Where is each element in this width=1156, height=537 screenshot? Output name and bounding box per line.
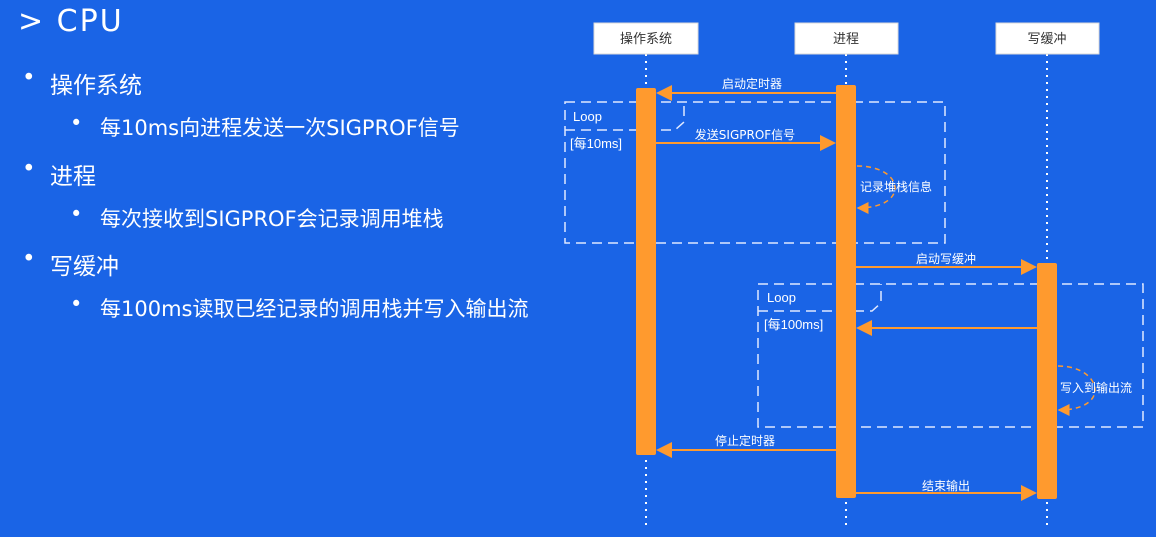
participant-process: 进程 <box>794 22 899 55</box>
activation-process <box>836 85 856 498</box>
message-label: 停止定时器 <box>715 433 775 448</box>
activation-os <box>636 88 656 455</box>
bullet-text: 每次接收到SIGPROF会记录调用堆栈 <box>100 207 444 231</box>
loop-2-label: Loop <box>767 290 796 305</box>
bullet-buffer-detail: • 每100ms读取已经记录的调用栈并写入输出流 <box>70 292 529 323</box>
participant-process-label: 进程 <box>833 31 859 46</box>
participant-os-label: 操作系统 <box>620 31 672 46</box>
bullet-text: 操作系统 <box>50 73 142 99</box>
bullet-process: • 进程 <box>22 156 96 191</box>
message-label: 启动写缓冲 <box>916 251 976 266</box>
message-label: 结束输出 <box>922 478 970 493</box>
bullet-buffer: • 写缓冲 <box>22 246 119 281</box>
bullet-dot: • <box>70 292 83 316</box>
message-write-output: 写入到输出流 <box>1057 365 1132 416</box>
participant-buffer-label: 写缓冲 <box>1027 31 1066 46</box>
participant-os: 操作系统 <box>593 22 699 55</box>
bullet-os: • 操作系统 <box>22 65 142 100</box>
slide-title: > CPU <box>18 4 124 39</box>
message-label: 写入到输出流 <box>1060 380 1132 395</box>
bullet-dot: • <box>70 111 83 135</box>
bullet-dot: • <box>22 246 36 272</box>
bullet-os-detail: • 每10ms向进程发送一次SIGPROF信号 <box>70 111 460 142</box>
loop-1-guard: [每10ms] <box>570 136 622 151</box>
bullet-dot: • <box>22 65 36 91</box>
message-end-output: 结束输出 <box>856 478 1037 501</box>
loop-1-label: Loop <box>573 109 602 124</box>
loop-2-guard: [每100ms] <box>764 317 823 332</box>
bullet-text: 每100ms读取已经记录的调用栈并写入输出流 <box>100 297 529 321</box>
loop-frame-2: Loop [每100ms] <box>757 283 1144 428</box>
message-label: 记录堆栈信息 <box>860 179 932 194</box>
message-send-sigprof: 发送SIGPROF信号 <box>656 127 836 151</box>
message-start-timer: 启动定时器 <box>656 76 836 101</box>
loop-frame-1: Loop [每10ms] <box>564 101 946 244</box>
participant-buffer: 写缓冲 <box>995 22 1100 55</box>
activation-buffer <box>1037 263 1057 499</box>
bullet-dot: • <box>70 202 83 226</box>
message-start-buffer: 启动写缓冲 <box>856 251 1037 275</box>
message-label: 发送SIGPROF信号 <box>695 127 795 142</box>
bullet-process-detail: • 每次接收到SIGPROF会记录调用堆栈 <box>70 202 444 233</box>
message-stop-timer: 停止定时器 <box>656 433 836 458</box>
bullet-text: 每10ms向进程发送一次SIGPROF信号 <box>100 116 460 140</box>
message-label: 启动定时器 <box>722 76 782 91</box>
message-record-stack: 记录堆栈信息 <box>856 165 932 214</box>
bullet-dot: • <box>22 156 36 182</box>
bullet-text: 写缓冲 <box>50 254 119 280</box>
bullet-text: 进程 <box>50 164 96 190</box>
